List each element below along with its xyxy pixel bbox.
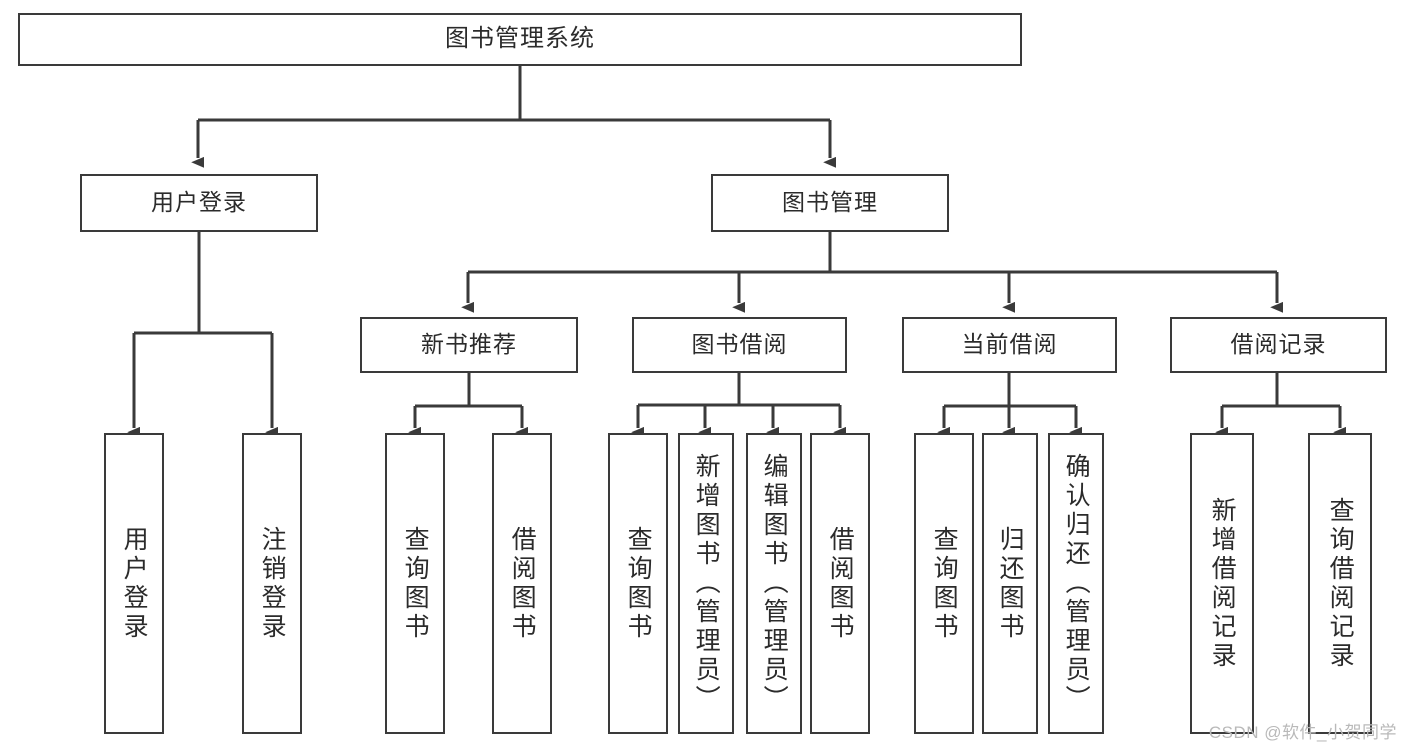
node-label: 图书管理系统 bbox=[445, 25, 595, 53]
node-label: 新增借阅记录 bbox=[1208, 496, 1237, 671]
node-label: 借阅记录 bbox=[1230, 331, 1327, 358]
node-book-borrow[interactable]: 图书借阅 bbox=[632, 317, 847, 373]
node-root-system[interactable]: 图书管理系统 bbox=[18, 13, 1022, 66]
watermark: CSDN @软件_小贺同学 bbox=[1208, 723, 1397, 742]
leaf-logout[interactable]: 注销登录 bbox=[242, 433, 302, 734]
leaf-user-login[interactable]: 用户登录 bbox=[104, 433, 164, 734]
node-borrow-record[interactable]: 借阅记录 bbox=[1170, 317, 1387, 373]
node-label: 图书管理 bbox=[782, 189, 878, 216]
node-label: 用户登录 bbox=[151, 189, 247, 216]
node-label: 查询图书 bbox=[930, 525, 959, 642]
node-label: 查询图书 bbox=[624, 525, 653, 642]
leaf-borrow-book-recommend[interactable]: 借阅图书 bbox=[492, 433, 552, 734]
node-label: 确认归还（管理员） bbox=[1062, 453, 1091, 714]
leaf-query-borrow-record[interactable]: 查询借阅记录 bbox=[1308, 433, 1372, 734]
leaf-return-book[interactable]: 归还图书 bbox=[982, 433, 1038, 734]
node-label: 借阅图书 bbox=[508, 525, 537, 642]
node-label: 编辑图书（管理员） bbox=[760, 453, 789, 714]
leaf-query-book-recommend[interactable]: 查询图书 bbox=[385, 433, 445, 734]
node-current-borrow[interactable]: 当前借阅 bbox=[902, 317, 1117, 373]
leaf-confirm-return-admin[interactable]: 确认归还（管理员） bbox=[1048, 433, 1104, 734]
node-label: 当前借阅 bbox=[961, 331, 1058, 358]
leaf-edit-book-admin[interactable]: 编辑图书（管理员） bbox=[746, 433, 802, 734]
node-label: 用户登录 bbox=[120, 525, 149, 642]
node-label: 新书推荐 bbox=[421, 331, 517, 358]
leaf-query-book-current[interactable]: 查询图书 bbox=[914, 433, 974, 734]
node-label: 归还图书 bbox=[996, 525, 1025, 642]
leaf-add-borrow-record[interactable]: 新增借阅记录 bbox=[1190, 433, 1254, 734]
leaf-borrow-book-borrow[interactable]: 借阅图书 bbox=[810, 433, 870, 734]
node-user-login[interactable]: 用户登录 bbox=[80, 174, 318, 232]
node-new-book-recommend[interactable]: 新书推荐 bbox=[360, 317, 578, 373]
node-label: 图书借阅 bbox=[691, 331, 788, 358]
node-label: 借阅图书 bbox=[826, 525, 855, 642]
leaf-add-book-admin[interactable]: 新增图书（管理员） bbox=[678, 433, 734, 734]
node-label: 查询借阅记录 bbox=[1326, 496, 1355, 671]
leaf-query-book-borrow[interactable]: 查询图书 bbox=[608, 433, 668, 734]
node-label: 查询图书 bbox=[401, 525, 430, 642]
node-label: 注销登录 bbox=[258, 525, 287, 642]
node-label: 新增图书（管理员） bbox=[692, 453, 721, 714]
node-book-management[interactable]: 图书管理 bbox=[711, 174, 949, 232]
